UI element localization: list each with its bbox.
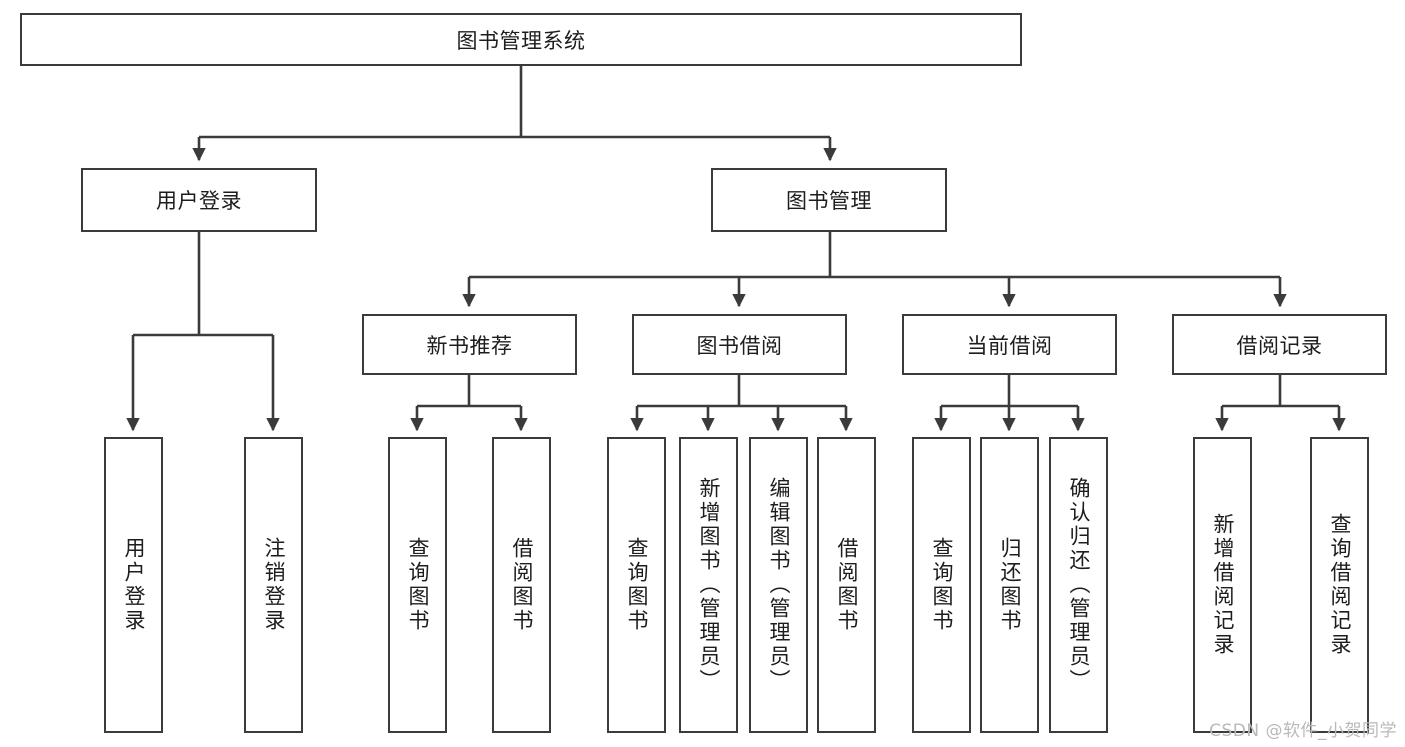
node-new-book-recommend[interactable]: 新书推荐 bbox=[362, 314, 577, 375]
node-leaf-add-book[interactable]: 新增图书（管理员） bbox=[679, 437, 738, 733]
node-leaf-confirm-return[interactable]: 确认归还（管理员） bbox=[1049, 437, 1108, 733]
node-leaf-add-record[interactable]: 新增借阅记录 bbox=[1193, 437, 1252, 733]
node-book-manage[interactable]: 图书管理 bbox=[711, 168, 947, 232]
node-leaf-query-record[interactable]: 查询借阅记录 bbox=[1310, 437, 1369, 733]
node-leaf-borrow-book-2[interactable]: 借阅图书 bbox=[817, 437, 876, 733]
node-leaf-query-book-2[interactable]: 查询图书 bbox=[607, 437, 666, 733]
node-leaf-add-book-label: 新增图书（管理员） bbox=[697, 477, 721, 693]
node-book-borrow[interactable]: 图书借阅 bbox=[632, 314, 847, 375]
node-leaf-query-book-3[interactable]: 查询图书 bbox=[912, 437, 971, 733]
node-leaf-return-book[interactable]: 归还图书 bbox=[980, 437, 1039, 733]
node-leaf-query-book-1[interactable]: 查询图书 bbox=[388, 437, 447, 733]
node-leaf-query-book-1-label: 查询图书 bbox=[406, 537, 430, 633]
node-current-borrow-label: 当前借阅 bbox=[966, 333, 1053, 358]
node-leaf-borrow-book-1-label: 借阅图书 bbox=[510, 537, 534, 633]
node-current-borrow[interactable]: 当前借阅 bbox=[902, 314, 1117, 375]
node-borrow-record-label: 借阅记录 bbox=[1236, 333, 1323, 358]
node-root[interactable]: 图书管理系统 bbox=[20, 13, 1022, 66]
node-leaf-query-record-label: 查询借阅记录 bbox=[1328, 513, 1352, 657]
node-book-borrow-label: 图书借阅 bbox=[696, 333, 783, 358]
node-leaf-query-book-3-label: 查询图书 bbox=[930, 537, 954, 633]
node-leaf-user-login[interactable]: 用户登录 bbox=[104, 437, 163, 733]
node-leaf-add-record-label: 新增借阅记录 bbox=[1211, 513, 1235, 657]
node-leaf-user-login-label: 用户登录 bbox=[122, 537, 146, 633]
node-root-label: 图书管理系统 bbox=[456, 28, 586, 53]
node-leaf-return-book-label: 归还图书 bbox=[998, 537, 1022, 633]
node-leaf-borrow-book-1[interactable]: 借阅图书 bbox=[492, 437, 551, 733]
node-leaf-edit-book-label: 编辑图书（管理员） bbox=[767, 477, 791, 693]
node-book-manage-label: 图书管理 bbox=[786, 189, 872, 213]
node-user-login-label: 用户登录 bbox=[156, 189, 242, 213]
node-user-login[interactable]: 用户登录 bbox=[81, 168, 317, 232]
node-leaf-logout-login-label: 注销登录 bbox=[262, 537, 286, 633]
node-leaf-logout-login[interactable]: 注销登录 bbox=[244, 437, 303, 733]
node-borrow-record[interactable]: 借阅记录 bbox=[1172, 314, 1387, 375]
node-leaf-confirm-return-label: 确认归还（管理员） bbox=[1067, 477, 1091, 693]
node-leaf-borrow-book-2-label: 借阅图书 bbox=[835, 537, 859, 633]
node-leaf-edit-book[interactable]: 编辑图书（管理员） bbox=[749, 437, 808, 733]
csdn-watermark: CSDN @软件_小贺同学 bbox=[1209, 721, 1397, 741]
node-new-book-recommend-label: 新书推荐 bbox=[426, 333, 513, 358]
node-leaf-query-book-2-label: 查询图书 bbox=[625, 537, 649, 633]
